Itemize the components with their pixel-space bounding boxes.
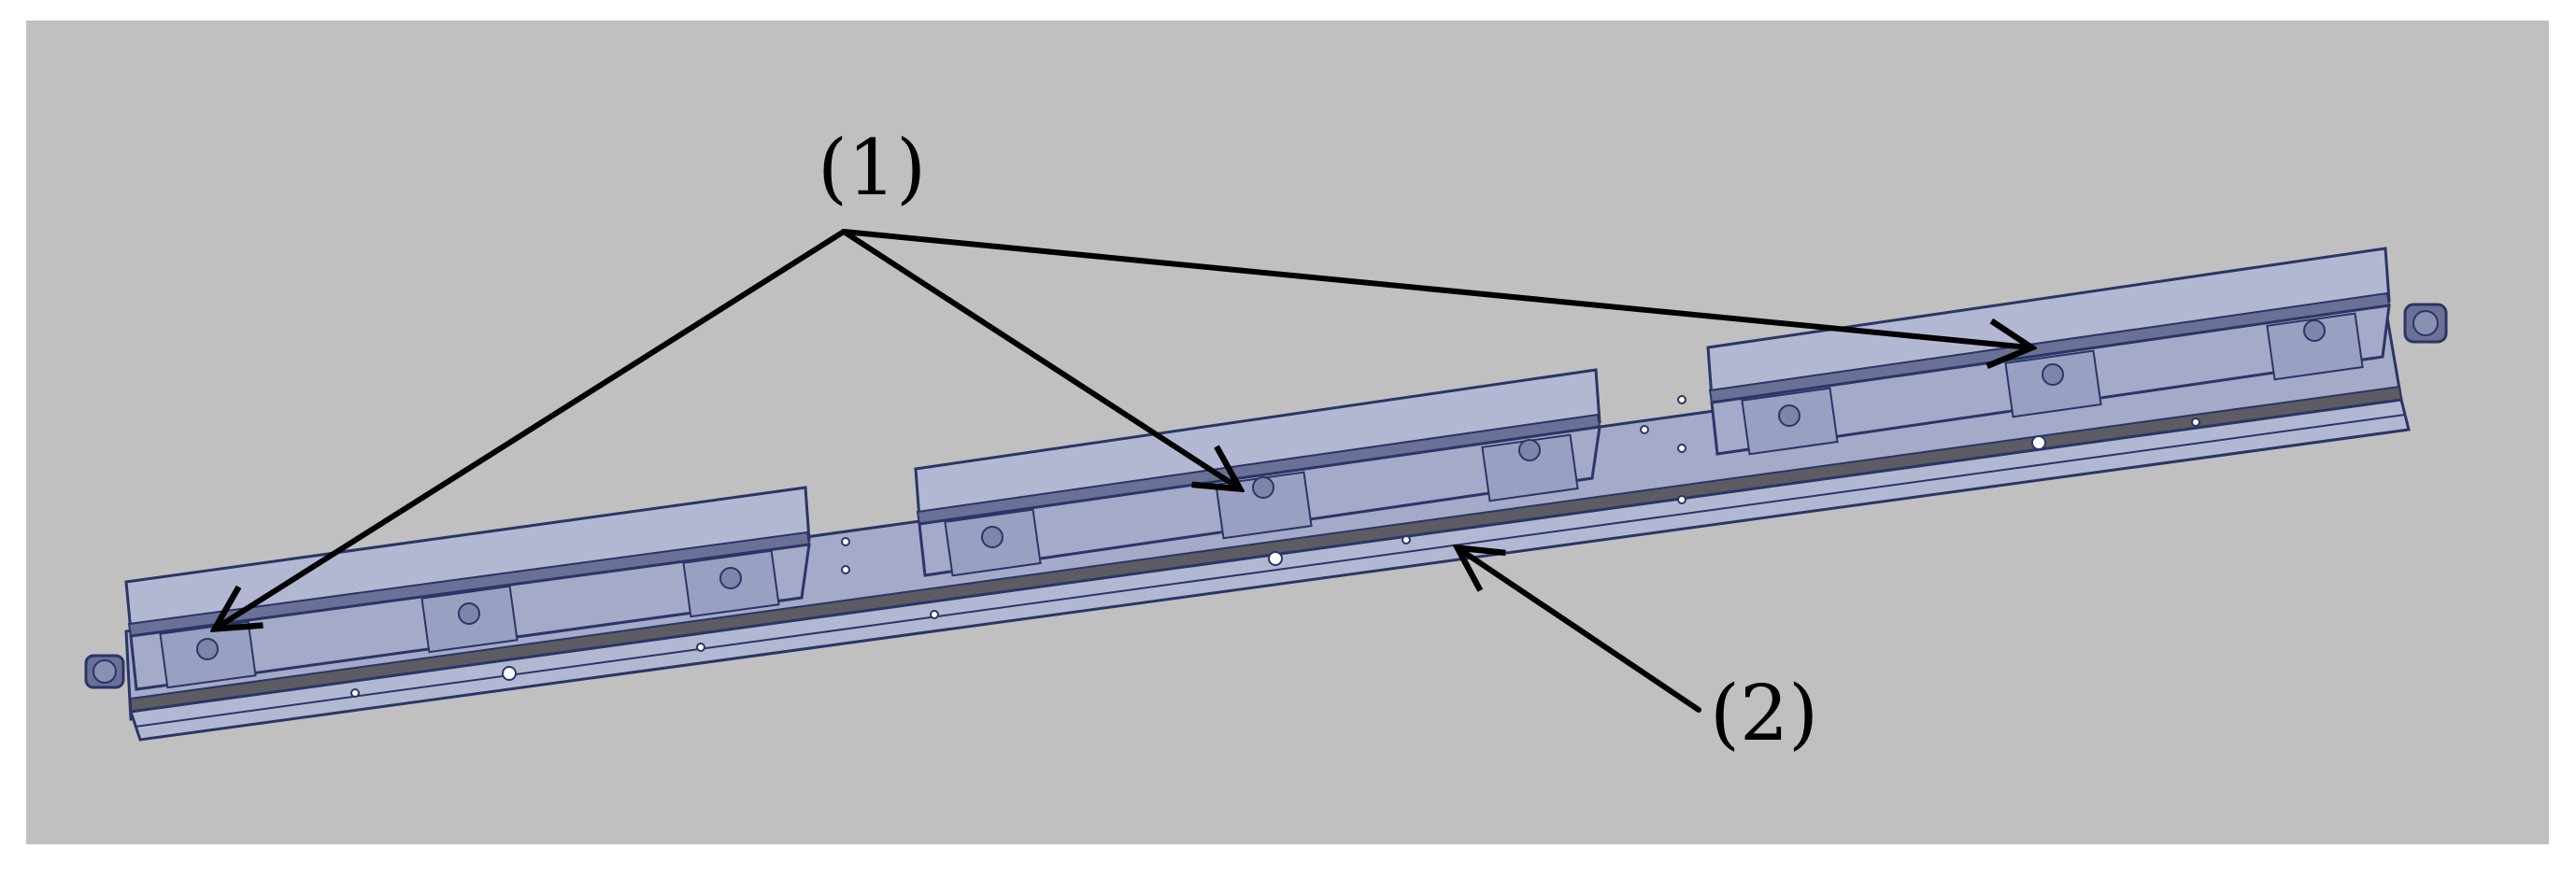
arrow-1-to-right-carriage <box>841 229 2029 347</box>
arrow-2-to-beam <box>1459 549 1701 713</box>
carriage-right <box>1706 247 2391 456</box>
label-2: (2) <box>1710 670 1818 758</box>
flange-holes <box>350 417 2200 698</box>
callout-arrows <box>217 229 2029 713</box>
web-holes <box>841 395 1686 574</box>
label-1: (1) <box>818 124 926 213</box>
right-end-knob <box>2403 303 2448 344</box>
carriage-left <box>124 486 811 691</box>
beam-flange <box>129 398 2411 742</box>
arrow-1-to-left-carriage <box>217 229 847 628</box>
left-end-knob <box>84 654 125 689</box>
arrow-1-to-middle-carriage <box>841 229 1238 488</box>
carriage-middle <box>914 368 1601 577</box>
